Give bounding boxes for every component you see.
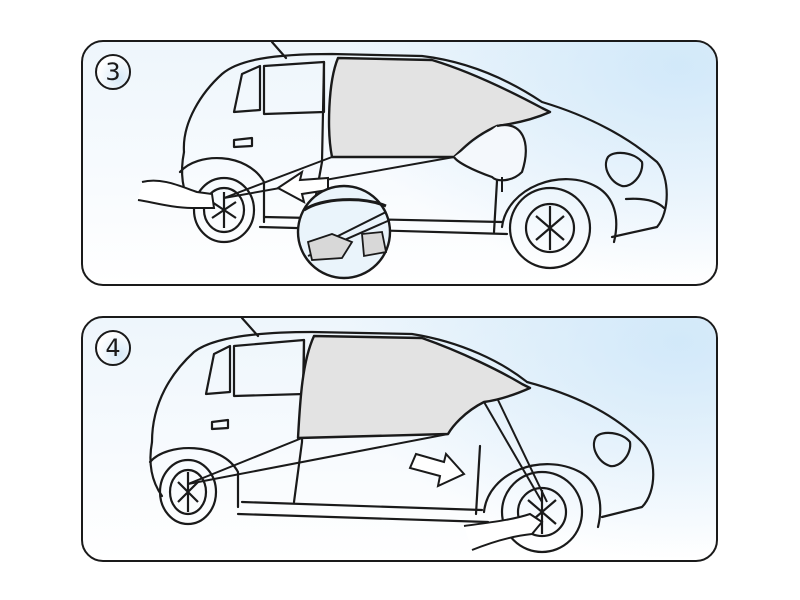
step-3-panel: 3 — [81, 40, 718, 286]
car-illustration-step-3 — [137, 42, 668, 280]
arrow-right-icon — [408, 451, 466, 488]
car-illustration-step-4 — [148, 318, 655, 554]
hand-illustration — [463, 512, 544, 551]
door-clamp-inset — [296, 184, 392, 280]
step-number-badge: 4 — [95, 330, 131, 366]
front-wheel — [500, 470, 584, 554]
arrow-left-icon — [276, 169, 329, 204]
step-4-panel: 4 — [81, 316, 718, 562]
front-wheel — [508, 186, 592, 270]
hand-illustration — [137, 179, 216, 209]
step-number-badge: 3 — [95, 54, 131, 90]
rear-wheel — [158, 458, 218, 526]
rear-wheel — [192, 176, 256, 244]
